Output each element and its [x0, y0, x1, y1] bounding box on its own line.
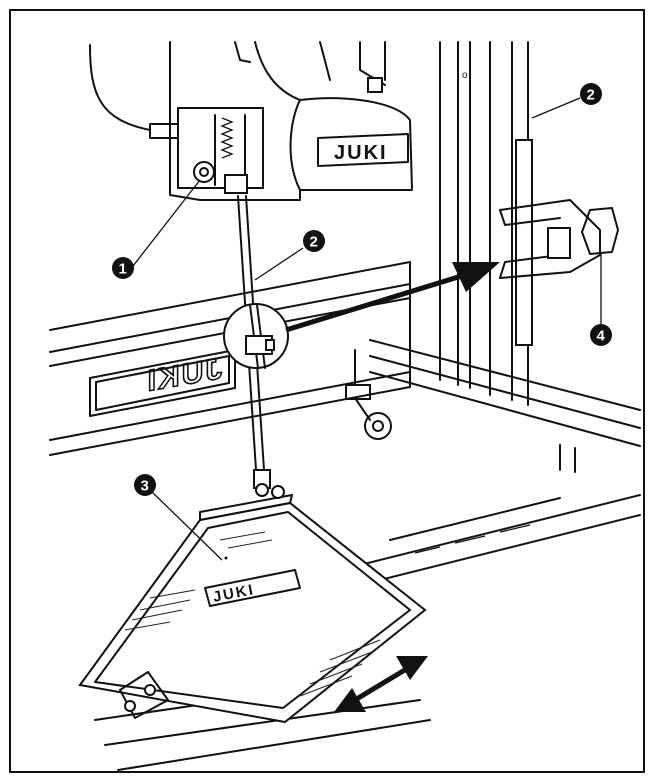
connecting-rod — [223, 195, 289, 497]
frame-border — [9, 9, 645, 773]
adjuster-detail — [499, 139, 619, 346]
machine-head — [89, 41, 413, 201]
callout-4-label: 4 — [597, 328, 606, 345]
pedal — [78, 485, 427, 724]
table-logo-text: JUKI — [146, 352, 222, 398]
table-crossbar — [49, 261, 411, 456]
callout-1-label: 1 — [119, 261, 127, 278]
leader-lines — [132, 97, 602, 561]
callout-3: 3 — [134, 474, 156, 496]
callout-2-top: 2 — [580, 83, 602, 105]
svg-text:o: o — [462, 70, 468, 81]
machine-logo-text: JUKI — [334, 142, 388, 164]
callout-4: 4 — [590, 324, 612, 346]
callout-3-label: 3 — [141, 478, 149, 495]
callout-2-rod: 2 — [303, 230, 325, 252]
pedal-move-arrow — [334, 656, 428, 712]
stand-frame: o — [94, 41, 641, 771]
callout-2-rod-label: 2 — [310, 234, 318, 251]
callout-1: 1 — [112, 257, 134, 279]
detail-arrow — [285, 262, 500, 333]
callout-2-top-label: 2 — [587, 87, 595, 104]
